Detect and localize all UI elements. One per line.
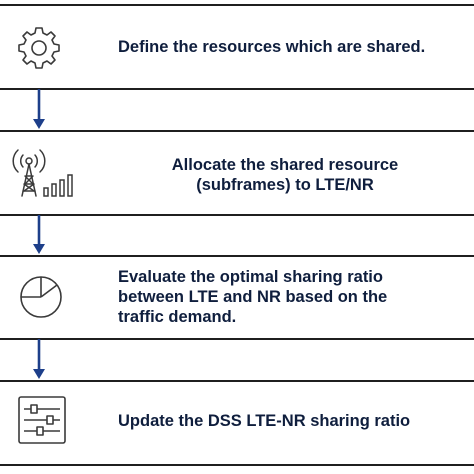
step-allocate-resource: Allocate the shared resource (subframes)… — [0, 132, 474, 214]
flow-arrow-2 — [32, 215, 46, 255]
step-1-line-1: Define the resources which are shared. — [118, 38, 426, 56]
step-2-text: Allocate the shared resource (subframes)… — [150, 155, 420, 195]
divider-2 — [0, 88, 474, 90]
divider-3 — [0, 130, 474, 132]
divider-1 — [0, 4, 474, 6]
pie-chart-icon — [13, 269, 69, 325]
sliders-icon — [14, 392, 70, 448]
cell-tower-signal-icon — [9, 144, 81, 200]
flow-arrow-1 — [32, 89, 46, 130]
step-1-text: Define the resources which are shared. — [118, 37, 425, 57]
divider-5 — [0, 255, 474, 257]
step-3-line-3: traffic demand. — [118, 308, 237, 326]
divider-4 — [0, 214, 474, 216]
step-update-ratio: Update the DSS LTE-NR sharing ratio — [0, 382, 474, 464]
step-define-resources: Define the resources which are shared. — [0, 6, 474, 88]
step-2-line-1: Allocate the shared resource — [171, 156, 399, 174]
step-evaluate-ratio: Evaluate the optimal sharing ratio betwe… — [0, 257, 474, 338]
step-3-line-1: Evaluate the optimal sharing ratio — [118, 268, 383, 286]
divider-7 — [0, 380, 474, 382]
gear-icon — [11, 20, 67, 76]
divider-8 — [0, 464, 474, 466]
step-3-text: Evaluate the optimal sharing ratio betwe… — [118, 267, 387, 327]
step-4-text: Update the DSS LTE-NR sharing ratio — [118, 411, 410, 431]
step-4-line-1: Update the DSS LTE-NR sharing ratio — [118, 412, 411, 430]
step-3-line-2: between LTE and NR based on the — [118, 288, 388, 306]
divider-6 — [0, 338, 474, 340]
step-2-line-2: (subframes) to LTE/NR — [196, 176, 374, 194]
flow-arrow-3 — [32, 339, 46, 380]
